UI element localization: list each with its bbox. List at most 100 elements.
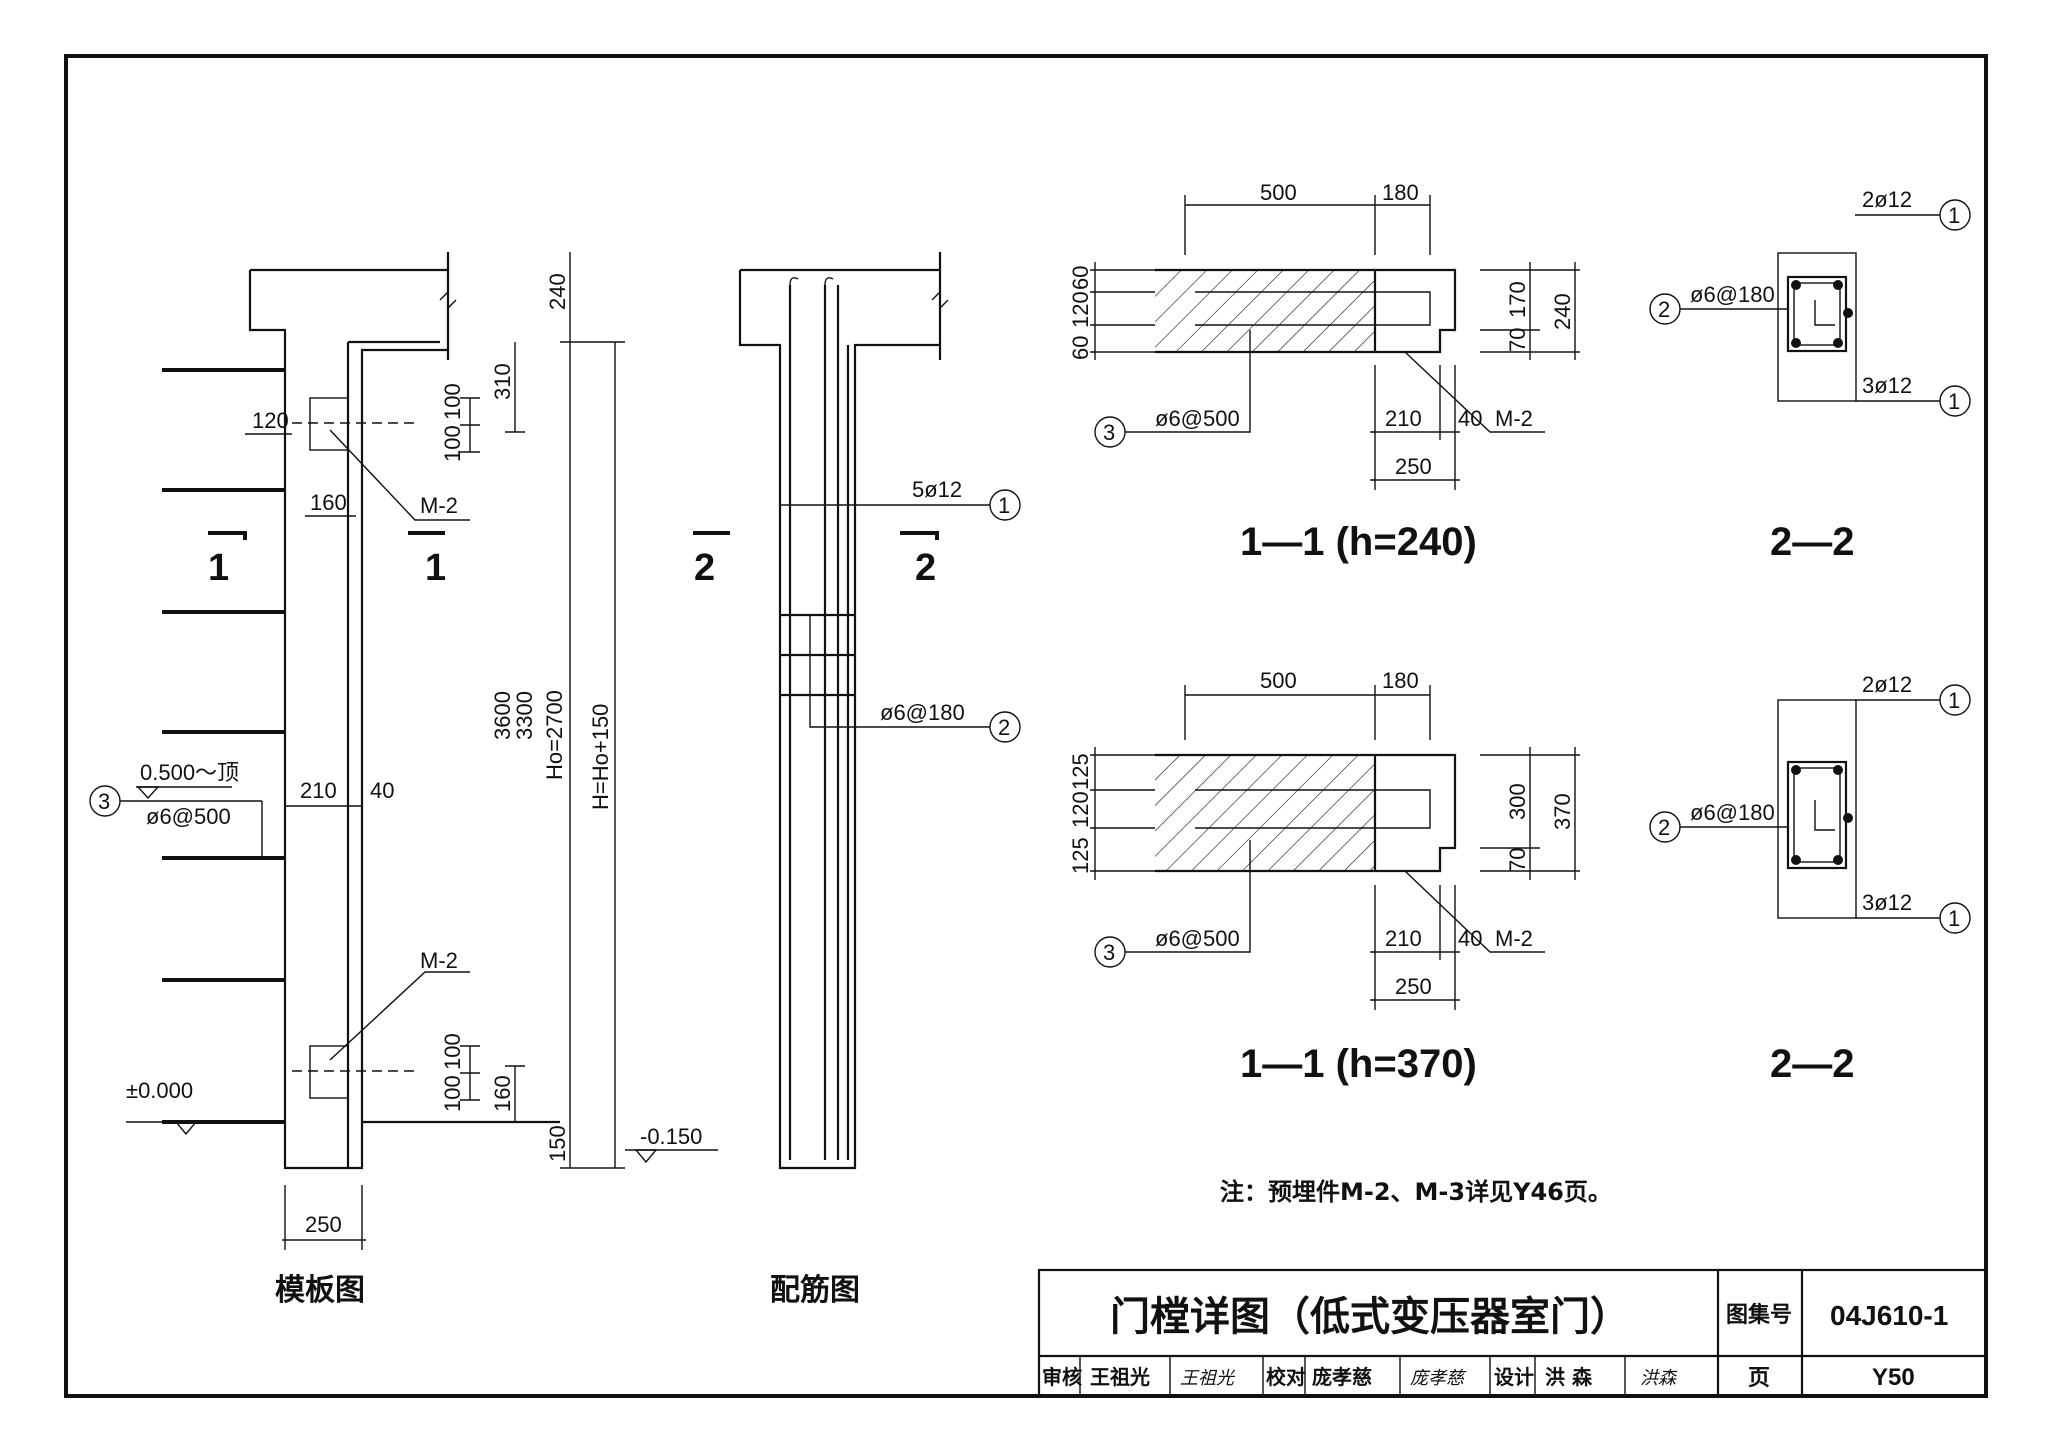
cut-1-left: 1	[208, 547, 229, 589]
label-stirrup-180: ø6@180	[880, 700, 965, 725]
sheet-border	[64, 54, 1988, 1398]
label-m2-bottom: M-2	[420, 948, 458, 973]
dim-160: 160	[310, 490, 347, 515]
title-block-frame	[1037, 1268, 1988, 1398]
s22a-mark-2: 2	[1658, 297, 1670, 322]
reviewer-signature: 王祖光	[1180, 1368, 1236, 1389]
s240-dim-60b: 60	[1068, 336, 1093, 360]
designer-signature: 洪森	[1640, 1368, 1678, 1389]
s22b-mark-1a: 1	[1948, 688, 1960, 713]
s370-dim-250: 250	[1395, 974, 1432, 999]
dim-310: 310	[490, 363, 515, 400]
section-370-drawing	[1090, 685, 1580, 1010]
dim-150: 150	[545, 1125, 570, 1162]
dim-160-b: 160	[490, 1075, 515, 1112]
atlas-no-label: 图集号	[1726, 1302, 1792, 1328]
dim-3600: 3600	[490, 691, 515, 740]
mark-3: 3	[98, 789, 110, 814]
dim-120: 120	[252, 408, 289, 433]
s22b-title: 2—2	[1770, 1042, 1855, 1086]
s22a-bottom-bars: 3ø12	[1862, 373, 1912, 398]
s370-dim-125a: 125	[1068, 753, 1093, 790]
dim-100-a: 100	[440, 383, 465, 420]
s370-title: 1—1 (h=370)	[1240, 1042, 1477, 1086]
label-5o12: 5ø12	[912, 477, 962, 502]
s370-dim-70: 70	[1505, 848, 1530, 872]
s370-dim-180: 180	[1382, 668, 1419, 693]
section-240-drawing	[1090, 195, 1580, 490]
dim-100-b: 100	[440, 425, 465, 462]
section-22-top-drawing	[1649, 199, 1971, 417]
check-label: 校对	[1266, 1365, 1306, 1389]
label-stirrup-500: ø6@500	[146, 804, 231, 829]
review-label: 审核	[1042, 1365, 1082, 1389]
dim-250: 250	[305, 1212, 342, 1237]
s22a-title: 2—2	[1770, 520, 1855, 564]
s370-dim-370: 370	[1550, 793, 1575, 830]
cut-2-left: 2	[694, 547, 715, 589]
rebar-title: 配筋图	[770, 1273, 860, 1308]
reviewer-name: 王祖光	[1090, 1365, 1150, 1389]
s240-dim-210: 210	[1385, 406, 1422, 431]
s370-dim-300: 300	[1505, 783, 1530, 820]
s370-label-m2: M-2	[1495, 926, 1533, 951]
label-elev-zero: ±0.000	[126, 1078, 193, 1103]
label-elev-top: 0.500～顶	[140, 760, 239, 785]
s240-mark-3: 3	[1103, 420, 1115, 445]
s22b-stirrup: ø6@180	[1690, 800, 1775, 825]
dim-ho: Ho=2700	[542, 690, 567, 780]
s240-dim-170: 170	[1505, 281, 1530, 318]
dim-100-d: 100	[440, 1075, 465, 1112]
s370-dim-40: 40	[1458, 926, 1482, 951]
cut-1-right: 1	[425, 547, 446, 589]
atlas-no: 04J610-1	[1830, 1300, 1948, 1331]
mark-1: 1	[998, 493, 1010, 518]
cut-2-right: 2	[915, 547, 936, 589]
s370-dim-120: 120	[1068, 791, 1093, 828]
s22a-mark-1b: 1	[1948, 389, 1960, 414]
s22b-mark-2: 2	[1658, 815, 1670, 840]
formwork-drawing	[89, 252, 939, 1250]
s240-dim-70: 70	[1505, 328, 1530, 352]
drawing-title: 门樘详图（低式变压器室门）	[1110, 1294, 1630, 1340]
label-m2-top: M-2	[420, 493, 458, 518]
s240-dim-500: 500	[1260, 180, 1297, 205]
dim-240: 240	[545, 273, 570, 310]
s370-dim-210: 210	[1385, 926, 1422, 951]
section-22-bottom-drawing	[1649, 684, 1971, 934]
s370-label-stirrup: ø6@500	[1155, 926, 1240, 951]
note-text: 注：预埋件M-2、M-3详见Y46页。	[1220, 1178, 1612, 1206]
s240-title: 1—1 (h=240)	[1240, 520, 1477, 564]
s370-mark-3: 3	[1103, 940, 1115, 965]
s240-label-stirrup: ø6@500	[1155, 406, 1240, 431]
label-elev-minus: -0.150	[640, 1124, 702, 1149]
formwork-title: 模板图	[275, 1273, 365, 1308]
s240-dim-120: 120	[1068, 291, 1093, 328]
designer-name: 洪 森	[1545, 1365, 1593, 1389]
s370-dim-125b: 125	[1068, 837, 1093, 874]
checker-name: 庞孝慈	[1312, 1365, 1372, 1389]
rebar-drawing	[738, 252, 1021, 1170]
page-no: Y50	[1872, 1364, 1915, 1391]
mark-2: 2	[998, 715, 1010, 740]
dim-3300: 3300	[512, 691, 537, 740]
s22a-mark-1a: 1	[1948, 203, 1960, 228]
s240-dim-250: 250	[1395, 454, 1432, 479]
s22a-stirrup: ø6@180	[1690, 282, 1775, 307]
s22b-mark-1b: 1	[1948, 906, 1960, 931]
dim-40: 40	[370, 778, 394, 803]
dim-210: 210	[300, 778, 337, 803]
s22b-top-bars: 2ø12	[1862, 672, 1912, 697]
design-label: 设计	[1494, 1365, 1534, 1389]
s240-dim-180: 180	[1382, 180, 1419, 205]
s240-dim-60a: 60	[1068, 266, 1093, 290]
s22a-top-bars: 2ø12	[1862, 187, 1912, 212]
checker-signature: 庞孝慈	[1410, 1368, 1467, 1389]
dim-100-c: 100	[440, 1033, 465, 1070]
dim-hh: H=Ho+150	[588, 704, 613, 810]
s22b-bottom-bars: 3ø12	[1862, 890, 1912, 915]
s370-dim-500: 500	[1260, 668, 1297, 693]
s240-dim-240: 240	[1550, 293, 1575, 330]
page-label: 页	[1748, 1366, 1770, 1391]
